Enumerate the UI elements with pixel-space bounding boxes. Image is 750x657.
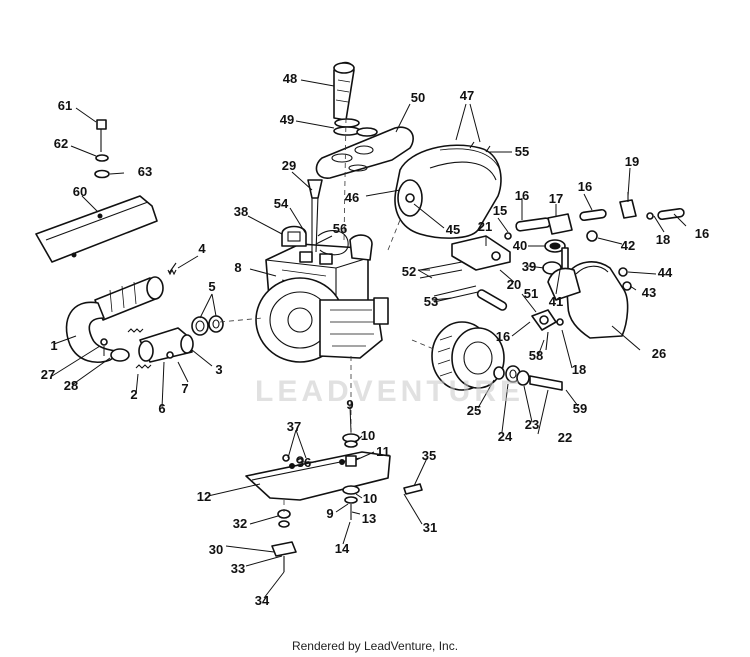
drive-clutch: [431, 321, 563, 391]
callout-11[interactable]: 11: [376, 444, 390, 459]
callout-22[interactable]: 22: [557, 430, 573, 445]
callout-9-a[interactable]: 9: [346, 397, 354, 412]
callout-26[interactable]: 26: [651, 346, 667, 361]
heat-shield: [35, 195, 158, 263]
callout-5[interactable]: 5: [208, 279, 216, 294]
callout-47[interactable]: 47: [459, 88, 475, 103]
callout-10-b[interactable]: 10: [362, 491, 378, 506]
callout-15[interactable]: 15: [492, 203, 508, 218]
callout-51[interactable]: 51: [523, 286, 539, 301]
callout-12[interactable]: 12: [196, 489, 212, 504]
callout-10-a[interactable]: 10: [360, 428, 376, 443]
fuel-pump: [476, 289, 564, 351]
callout-46[interactable]: 46: [344, 190, 360, 205]
callout-41[interactable]: 41: [548, 294, 564, 309]
callout-58[interactable]: 58: [528, 348, 544, 363]
gasket: [208, 315, 224, 333]
callout-3[interactable]: 3: [215, 362, 223, 377]
callout-18-a[interactable]: 18: [655, 232, 671, 247]
callout-14[interactable]: 14: [334, 541, 350, 556]
callout-45[interactable]: 45: [445, 222, 461, 237]
callout-16-c[interactable]: 16: [694, 226, 710, 241]
callout-8[interactable]: 8: [234, 260, 242, 275]
callout-55[interactable]: 55: [514, 144, 530, 159]
callout-16-b[interactable]: 16: [577, 179, 593, 194]
callout-7[interactable]: 7: [181, 381, 189, 396]
watermark: LEADVENTURE: [255, 375, 525, 408]
isolator: [342, 485, 360, 495]
callout-13[interactable]: 13: [361, 511, 377, 526]
mount-bracket: [419, 235, 511, 303]
callout-60[interactable]: 60: [72, 184, 88, 199]
callout-28[interactable]: 28: [63, 378, 79, 393]
callout-19[interactable]: 19: [624, 154, 640, 169]
callout-35[interactable]: 35: [421, 448, 437, 463]
starter-handle: [281, 225, 307, 247]
callout-24[interactable]: 24: [497, 429, 513, 444]
callout-44[interactable]: 44: [657, 265, 673, 280]
callout-54[interactable]: 54: [273, 196, 289, 211]
callout-53[interactable]: 53: [423, 294, 439, 309]
callout-31[interactable]: 31: [422, 520, 438, 535]
callout-23[interactable]: 23: [524, 417, 540, 432]
engine-block: [255, 234, 389, 363]
callout-21[interactable]: 21: [477, 219, 493, 234]
callout-39[interactable]: 39: [521, 259, 537, 274]
callout-42[interactable]: 42: [620, 238, 636, 253]
leader-lines: [51, 79, 687, 599]
callout-33[interactable]: 33: [230, 561, 246, 576]
callout-49[interactable]: 49: [279, 112, 295, 127]
bolt-washer-stack: [94, 119, 110, 179]
spring: [127, 328, 144, 333]
callout-56[interactable]: 56: [332, 221, 348, 236]
callout-30[interactable]: 30: [208, 542, 224, 557]
engine-mount-plate: [245, 451, 391, 501]
callout-2[interactable]: 2: [130, 387, 138, 402]
silencer-cover: [315, 126, 414, 179]
wiring: [317, 230, 349, 256]
callout-29[interactable]: 29: [281, 158, 297, 173]
footer-credit: Rendered by LeadVenture, Inc.: [291, 639, 459, 653]
callout-36[interactable]: 36: [296, 455, 312, 470]
gasket: [191, 316, 209, 336]
callout-16-d[interactable]: 16: [495, 329, 511, 344]
clamp: [271, 541, 297, 557]
muffler: [65, 276, 164, 363]
callout-48[interactable]: 48: [282, 71, 298, 86]
callout-40[interactable]: 40: [512, 238, 528, 253]
callout-18-b[interactable]: 18: [571, 362, 587, 377]
callout-4[interactable]: 4: [198, 241, 206, 256]
spring: [135, 364, 152, 369]
stud: [561, 247, 569, 271]
pin: [403, 483, 423, 495]
callout-50[interactable]: 50: [410, 90, 426, 105]
callout-9-b[interactable]: 9: [326, 506, 334, 521]
callout-6[interactable]: 6: [158, 401, 166, 416]
callout-63[interactable]: 63: [137, 164, 153, 179]
callout-27[interactable]: 27: [40, 367, 56, 382]
callout-1[interactable]: 1: [50, 338, 58, 353]
callout-20[interactable]: 20: [506, 277, 522, 292]
air-silencer-housing: [394, 141, 502, 239]
callout-25[interactable]: 25: [466, 403, 482, 418]
callout-16-a[interactable]: 16: [514, 188, 530, 203]
callout-17[interactable]: 17: [548, 191, 564, 206]
callout-62[interactable]: 62: [53, 136, 69, 151]
air-intake: [333, 61, 378, 137]
callout-38[interactable]: 38: [233, 204, 249, 219]
callout-52[interactable]: 52: [401, 264, 417, 279]
callout-43[interactable]: 43: [641, 285, 657, 300]
exhaust-elbow: [138, 327, 194, 363]
callout-34[interactable]: 34: [254, 593, 270, 608]
callout-61[interactable]: 61: [57, 98, 73, 113]
callout-32[interactable]: 32: [232, 516, 248, 531]
callout-59[interactable]: 59: [572, 401, 588, 416]
callout-37[interactable]: 37: [286, 419, 302, 434]
fuel-line-fittings: [504, 192, 685, 242]
